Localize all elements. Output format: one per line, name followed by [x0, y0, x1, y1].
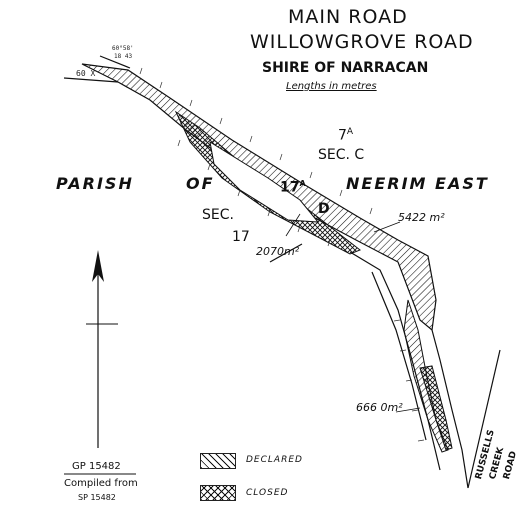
- inner-section-parcel: [209, 140, 320, 223]
- section-17-number: 17: [232, 229, 250, 245]
- survey-ticks: [139, 67, 425, 442]
- inner-section-sup: A: [299, 179, 306, 188]
- legend-declared-label: DECLARED: [246, 455, 303, 465]
- inner-section-letter: D: [318, 201, 330, 217]
- section-c-num: 7: [338, 127, 347, 144]
- north-arrow: [86, 250, 118, 448]
- section-17-label: SEC.: [202, 207, 234, 223]
- map-title-line2: WILLOWGROVE ROAD: [250, 31, 474, 53]
- bearing-label-1: 60°58': [112, 45, 134, 52]
- parish-name: NEERIM EAST: [346, 174, 489, 193]
- legend-declared-swatch: [200, 453, 236, 469]
- legend-closed-label: CLOSED: [246, 488, 289, 498]
- parish-word: PARISH: [56, 174, 134, 193]
- leader-lines: [285, 213, 421, 413]
- map-title-line3: SHIRE OF NARRACAN: [262, 60, 429, 76]
- area-label-lower: 666 0m²: [356, 401, 403, 414]
- inner-section-num: 17: [280, 179, 300, 196]
- map-title-line1: MAIN ROAD: [288, 6, 408, 28]
- edge-label-top-left: 60 X: [76, 69, 96, 78]
- gp-reference: GP 15482: [72, 461, 121, 472]
- section-c-sup: A: [346, 127, 354, 137]
- legend-closed-swatch: [200, 485, 236, 501]
- bearing-label-2: 18 43: [114, 53, 133, 60]
- boundary-lines: [63, 55, 501, 489]
- area-label-declared: 5422 m²: [398, 211, 445, 224]
- compiled-from-text: Compiled from: [64, 478, 138, 489]
- closed-road-lower: [419, 365, 453, 451]
- section-c-label: SEC. C: [318, 147, 365, 163]
- parish-of-word: OF: [186, 174, 215, 193]
- sp-reference: SP 15482: [78, 493, 116, 502]
- units-note: Lengths in metres: [286, 81, 377, 92]
- inner-section-label: 17A: [280, 180, 306, 195]
- area-label-closed: 2070m²: [256, 245, 300, 258]
- section-c-number: 7A: [338, 128, 353, 143]
